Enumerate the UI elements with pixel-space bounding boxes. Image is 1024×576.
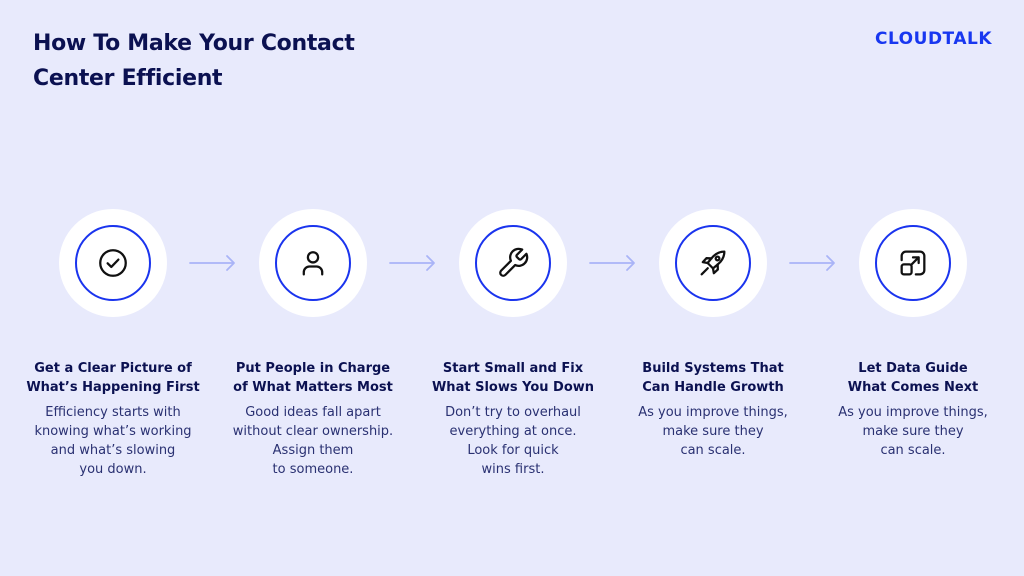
step-3-title-line: What Slows You Down [431,380,595,395]
step-5-title-line: Let Data Guide [858,361,968,376]
step-4-title: Build Systems That Can Handle Growth [613,359,813,397]
page-title: How To Make Your Contact Center Efficien… [33,26,453,96]
step-3-desc-line: Look for quick [467,443,559,458]
step-1-desc-line: and what’s slowing [50,443,176,458]
step-3-title: Start Small and Fix What Slows You Down [413,359,613,397]
step-5-badge [859,209,967,317]
step-1-title-line: What’s Happening First [26,380,200,395]
step-2-badge [259,209,367,317]
step-2-title-line: of What Matters Most [233,380,393,395]
step-5-desc-line: can scale. [880,443,946,458]
step-4-title-line: Can Handle Growth [642,380,784,395]
step-2-desc-line: to someone. [272,462,354,477]
scale-up-icon [900,250,926,276]
arrow-right-icon [389,255,435,271]
step-1-badge [59,209,167,317]
step-5-description: As you improve things, make sure they ca… [813,403,1013,460]
step-1-desc-line: you down. [79,462,147,477]
wrench-icon [499,247,529,277]
step-4-title-line: Build Systems That [642,361,784,376]
step-4-description: As you improve things, make sure they ca… [613,403,813,460]
step-2-title-line: Put People in Charge [235,361,391,376]
step-5-desc-line: As you improve things, [838,405,988,420]
step-4-badge [659,209,767,317]
step-2-desc-line: without clear ownership. [232,424,394,439]
step-1-desc-line: Efficiency starts with [45,405,181,420]
step-4-desc-line: As you improve things, [638,405,788,420]
step-1-desc-line: knowing what’s working [34,424,192,439]
step-2-description: Good ideas fall apart without clear owne… [213,403,413,479]
arrow-right-icon [189,255,235,271]
step-2-title: Put People in Charge of What Matters Mos… [213,359,413,397]
step-1-description: Efficiency starts with knowing what’s wo… [13,403,213,479]
step-4-desc-line: make sure they [662,424,764,439]
step-4-desc-line: can scale. [680,443,746,458]
step-5-title: Let Data Guide What Comes Next [813,359,1013,397]
step-2-desc-line: Good ideas fall apart [245,405,381,420]
step-2-ring [275,225,351,301]
step-3-description: Don’t try to overhaul everything at once… [413,403,613,479]
step-3-desc-line: wins first. [481,462,545,477]
page-title-line-1: How To Make Your Contact [33,31,355,56]
arrow-right-icon [589,255,635,271]
step-2-desc-line: Assign them [272,443,354,458]
arrow-right-icon [789,255,835,271]
cloudtalk-logo: CLOUDTALK [874,29,992,49]
step-1-title: Get a Clear Picture of What’s Happening … [13,359,213,397]
step-3-title-line: Start Small and Fix [442,361,584,376]
rocket-icon [700,250,726,276]
step-3-desc-line: everything at once. [449,424,577,439]
step-5-title-line: What Comes Next [847,380,979,395]
step-5-desc-line: make sure they [862,424,964,439]
step-3-badge [459,209,567,317]
step-3-desc-line: Don’t try to overhaul [445,405,581,420]
step-5-ring [875,225,951,301]
step-1-ring [75,225,151,301]
step-3-ring [475,225,551,301]
step-4-ring [675,225,751,301]
step-1-title-line: Get a Clear Picture of [34,361,192,376]
page-title-line-2: Center Efficient [33,66,223,91]
user-icon [302,251,324,276]
check-circle-icon [99,249,127,277]
